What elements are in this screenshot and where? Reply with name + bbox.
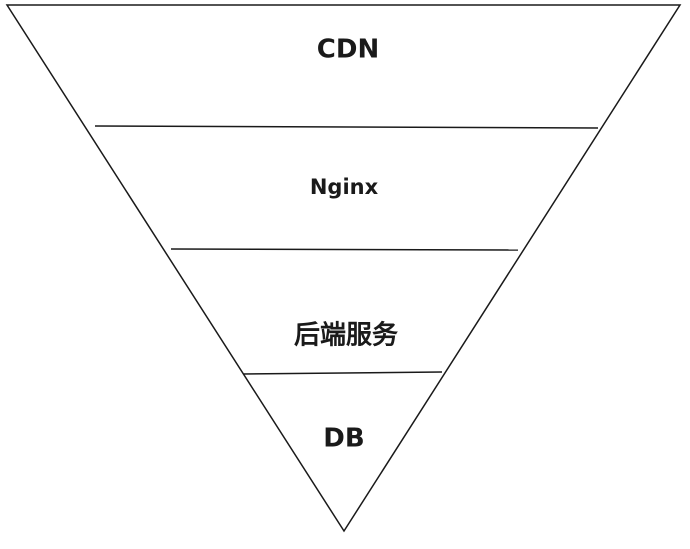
divider-nginx-backend bbox=[170, 248, 519, 251]
layer-label-cdn: CDN bbox=[317, 35, 379, 65]
divider-backend-db bbox=[242, 371, 443, 375]
layer-label-db: DB bbox=[323, 424, 364, 454]
layer-label-nginx: Nginx bbox=[310, 175, 379, 199]
funnel-outline bbox=[5, 4, 682, 533]
layer-label-backend: 后端服务 bbox=[294, 321, 398, 351]
divider-cdn-nginx bbox=[94, 125, 599, 129]
